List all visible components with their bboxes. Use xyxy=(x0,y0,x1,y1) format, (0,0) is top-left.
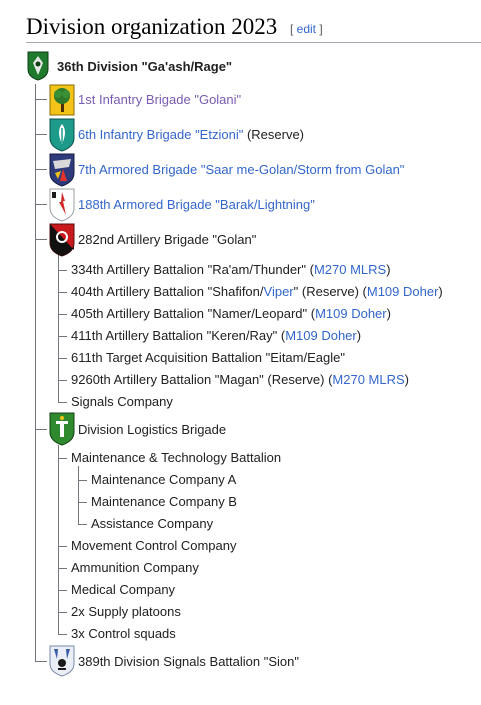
tree-branch-line xyxy=(35,204,47,205)
reserve-note: (Reserve) xyxy=(243,127,305,142)
tree-subtrunk-line xyxy=(58,255,59,403)
tree-branch-line xyxy=(35,99,47,100)
artillery-battalion-334: 334th Artillery Battalion "Ra'am/Thunder… xyxy=(71,262,391,277)
tree-branch-line xyxy=(58,380,67,381)
maintenance-company-a: Maintenance Company A xyxy=(91,472,237,487)
tree-branch-line xyxy=(58,270,67,271)
signals-battalion-389: 389th Division Signals Battalion "Sion" xyxy=(78,654,299,669)
tree-branch-line xyxy=(78,524,87,525)
tree-subtrunk-line xyxy=(58,445,59,635)
brigade-saar-link[interactable]: 7th Armored Brigade "Saar me-Golan/Storm… xyxy=(78,162,405,177)
edit-section: [ edit ] xyxy=(290,22,323,36)
supply-platoons: 2x Supply platoons xyxy=(71,604,181,619)
artillery-battalion-404: 404th Artillery Battalion "Shafifon/Vipe… xyxy=(71,284,443,299)
tree-branch-line xyxy=(58,590,67,591)
maintenance-company-b: Maintenance Company B xyxy=(91,494,237,509)
artillery-battalion-405: 405th Artillery Battalion "Namer/Leopard… xyxy=(71,306,391,321)
brigade-barak-link[interactable]: 188th Armored Brigade "Barak/Lightning" xyxy=(78,197,315,212)
section-heading: Division organization 2023 [ edit ] xyxy=(26,14,481,43)
target-acquisition-battalion-611: 611th Target Acquisition Battalion "Eita… xyxy=(71,350,345,365)
tree-branch-line xyxy=(78,480,87,481)
tree-branch-line xyxy=(78,502,87,503)
tree-branch-line xyxy=(35,134,47,135)
logistics-emblem-icon xyxy=(49,412,75,446)
barak-emblem-icon xyxy=(49,188,75,222)
tree-branch-line xyxy=(58,634,67,635)
edit-link[interactable]: edit xyxy=(296,22,317,36)
m109-doher-link[interactable]: M109 Doher xyxy=(315,306,387,321)
tree-branch-line xyxy=(58,336,67,337)
tree-branch-line xyxy=(58,458,67,459)
m109-doher-link[interactable]: M109 Doher xyxy=(285,328,357,343)
control-squads: 3x Control squads xyxy=(71,626,176,641)
brigade-etzioni-link[interactable]: 6th Infantry Brigade "Etzioni" xyxy=(78,127,244,142)
viper-link[interactable]: Viper xyxy=(263,284,294,299)
tree-branch-line xyxy=(58,358,67,359)
movement-control-company: Movement Control Company xyxy=(71,538,237,553)
signals-emblem-icon xyxy=(49,645,75,677)
tree-branch-line xyxy=(35,239,47,240)
brigade-golani-link[interactable]: 1st Infantry Brigade "Golani" xyxy=(78,92,242,107)
ammunition-company: Ammunition Company xyxy=(71,560,199,575)
tree-subtrunk-line xyxy=(78,466,79,525)
etzioni-emblem-icon xyxy=(49,118,75,152)
tree-branch-line xyxy=(35,169,47,170)
division-emblem-icon xyxy=(27,51,49,81)
artillery-battalion-411: 411th Artillery Battalion "Keren/Ray" (M… xyxy=(71,328,362,343)
m109-doher-link[interactable]: M109 Doher xyxy=(366,284,439,299)
brigade-etzioni-row: 6th Infantry Brigade "Etzioni" (Reserve) xyxy=(78,127,304,143)
m270-mlrs-link[interactable]: M270 MLRS xyxy=(332,372,405,387)
tree-trunk-line xyxy=(35,84,36,662)
artillery-signals-company: Signals Company xyxy=(71,394,173,409)
tree-branch-line xyxy=(58,612,67,613)
brigade-golan-artillery: 282nd Artillery Brigade "Golan" xyxy=(78,232,257,247)
medical-company: Medical Company xyxy=(71,582,176,597)
tree-branch-line xyxy=(58,546,67,547)
golani-emblem-icon xyxy=(49,84,75,116)
tree-branch-line xyxy=(35,661,47,662)
tree-branch-line xyxy=(58,314,67,315)
assistance-company: Assistance Company xyxy=(91,516,214,531)
saar-emblem-icon xyxy=(49,153,75,187)
root-division: 36th Division "Ga'ash/Rage" xyxy=(57,59,233,74)
tree-branch-line xyxy=(58,402,67,403)
tree-branch-line xyxy=(58,292,67,293)
brigade-logistics: Division Logistics Brigade xyxy=(78,422,227,437)
golan-artillery-emblem-icon xyxy=(49,223,75,257)
maintenance-technology-battalion: Maintenance & Technology Battalion xyxy=(71,450,282,465)
tree-branch-line xyxy=(35,429,47,430)
m270-mlrs-link[interactable]: M270 MLRS xyxy=(313,262,387,277)
artillery-battalion-9260: 9260th Artillery Battalion "Magan" (Rese… xyxy=(71,372,409,387)
section-title: Division organization 2023 xyxy=(26,14,278,39)
tree-branch-line xyxy=(58,568,67,569)
